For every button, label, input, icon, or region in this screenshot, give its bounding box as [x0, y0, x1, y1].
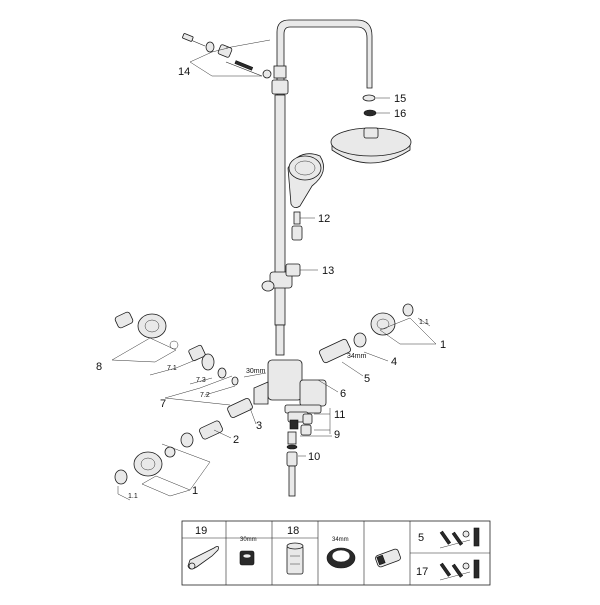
- callout-4: 4: [391, 356, 397, 368]
- shower-column: [271, 19, 373, 356]
- callout-labels: 14 15 16 12 13 8 7.1 7.3 7.2 7 1.1 1 34m…: [96, 66, 446, 500]
- callout-7: 7: [160, 398, 166, 410]
- callout-1-1-left: 1.1: [128, 493, 138, 500]
- callout-34mm: 34mm: [347, 353, 367, 360]
- inlet-left-bottom: [114, 398, 253, 485]
- callout-13: 13: [322, 265, 334, 277]
- wrench-icon: [187, 546, 219, 570]
- callout-1-1-right: 1.1: [419, 319, 429, 326]
- legend-5: 5: [418, 532, 424, 544]
- nut-icon: [239, 550, 255, 566]
- callout-14: 14: [178, 66, 190, 78]
- callout-1-left: 1: [192, 485, 198, 497]
- head-shower: [330, 94, 412, 164]
- inlet-left-top: [114, 311, 179, 350]
- legend-18: 18: [287, 525, 299, 537]
- spout-parts: [286, 413, 313, 497]
- callout-9: 9: [334, 429, 340, 441]
- callout-16: 16: [394, 108, 406, 120]
- callout-7-1: 7.1: [167, 365, 177, 372]
- leader-lines: [111, 39, 437, 501]
- screw-set-icon-bottom: [439, 559, 480, 581]
- hose-connector: [291, 211, 303, 241]
- accessories-legend: 19 30mm 18 34mm 5: [181, 520, 491, 586]
- legend-30mm: 30mm: [240, 537, 257, 543]
- callout-10: 10: [308, 451, 320, 463]
- check-valve-icon: [375, 548, 401, 568]
- legend-17: 17: [416, 566, 428, 578]
- callout-5: 5: [364, 373, 370, 385]
- sleeve-icon: [286, 542, 304, 575]
- ring-icon: [326, 547, 356, 569]
- inlet-right: [319, 303, 414, 364]
- thermostat-body: [253, 359, 327, 423]
- screw-set-icon-top: [439, 527, 480, 549]
- callout-1-right: 1: [440, 339, 446, 351]
- callout-3: 3: [256, 420, 262, 432]
- callout-7-3: 7.3: [196, 377, 206, 384]
- legend-34mm: 34mm: [332, 537, 349, 543]
- callout-30mm: 30mm: [246, 368, 266, 375]
- callout-11: 11: [334, 409, 345, 421]
- callout-7-2: 7.2: [200, 392, 210, 399]
- callout-6: 6: [340, 388, 346, 400]
- callout-2: 2: [233, 434, 239, 446]
- callout-12: 12: [318, 213, 330, 225]
- wall-bracket-fixings: [182, 33, 272, 79]
- hand-shower: [287, 153, 324, 208]
- legend-19: 19: [195, 525, 207, 537]
- callout-15: 15: [394, 93, 406, 105]
- callout-8: 8: [96, 361, 102, 373]
